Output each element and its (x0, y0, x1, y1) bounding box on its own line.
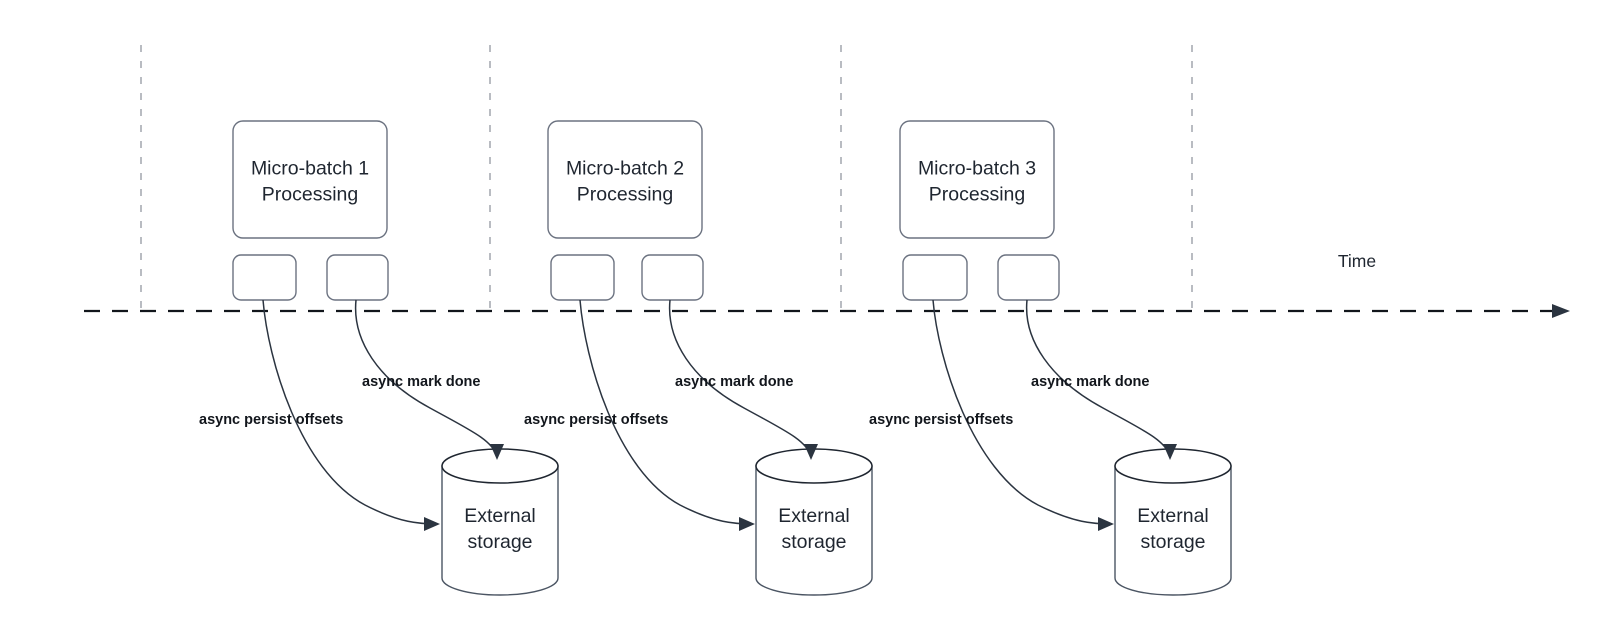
external-storage-label-line1: External (464, 505, 536, 527)
external-storage-label-line1: External (778, 505, 850, 527)
async-persist-offsets-label: async persist offsets (869, 412, 1013, 428)
external-storage-label-line1: External (1137, 505, 1209, 527)
async-persist-offsets-label: async persist offsets (524, 412, 668, 428)
async-persist-offsets-path (932, 299, 1113, 525)
external-storage-cylinder-body[interactable] (755, 465, 873, 596)
external-storage-label-line2: storage (1140, 531, 1205, 553)
micro-batch-box[interactable] (547, 120, 703, 239)
async-persist-offsets-path (262, 299, 439, 525)
external-storage-cylinder-body[interactable] (1114, 465, 1232, 596)
async-mark-done-label: async mark done (362, 374, 480, 390)
async-mark-done-label: async mark done (675, 374, 793, 390)
async-mark-done-arrowhead (804, 444, 818, 460)
async-mark-done-path (1025, 299, 1171, 457)
async-mark-done-label: async mark done (1031, 374, 1149, 390)
micro-batch-box[interactable] (899, 120, 1055, 239)
task-slot-a-box[interactable] (550, 254, 615, 301)
async-persist-offsets-arrowhead (739, 517, 755, 531)
async-mark-done-path (354, 299, 498, 457)
task-slot-b-box[interactable] (326, 254, 389, 301)
external-storage-cylinder-body[interactable] (441, 465, 559, 596)
async-mark-done-path (668, 299, 812, 457)
external-storage-cylinder-top (755, 448, 873, 484)
task-slot-b-box[interactable] (641, 254, 704, 301)
external-storage-label-line2: storage (467, 531, 532, 553)
task-slot-b-box[interactable] (997, 254, 1060, 301)
async-persist-offsets-path (579, 299, 754, 525)
time-axis-label: Time (1338, 251, 1376, 271)
async-mark-done-arrowhead (490, 444, 504, 460)
micro-batch-title: Micro-batch 1 (251, 158, 369, 180)
async-persist-offsets-arrowhead (424, 517, 440, 531)
external-storage-cylinder-top (441, 448, 559, 484)
task-slot-a-box[interactable] (902, 254, 968, 301)
async-mark-done-arrowhead (1163, 444, 1177, 460)
timeline-tick-marks (140, 45, 1193, 310)
micro-batch-subtitle: Processing (929, 184, 1025, 206)
external-storage-label-line2: storage (781, 531, 846, 553)
micro-batch-subtitle: Processing (262, 184, 358, 206)
micro-batch-title: Micro-batch 2 (566, 158, 684, 180)
time-axis-arrowhead (1552, 304, 1570, 318)
timeline-axis (84, 304, 1570, 318)
micro-batch-title: Micro-batch 3 (918, 158, 1036, 180)
micro-batch-subtitle: Processing (577, 184, 673, 206)
async-persist-offsets-arrowhead (1098, 517, 1114, 531)
async-persist-offsets-label: async persist offsets (199, 412, 343, 428)
task-slot-a-box[interactable] (232, 254, 297, 301)
external-storage-cylinder-top (1114, 448, 1232, 484)
micro-batch-box[interactable] (232, 120, 388, 239)
